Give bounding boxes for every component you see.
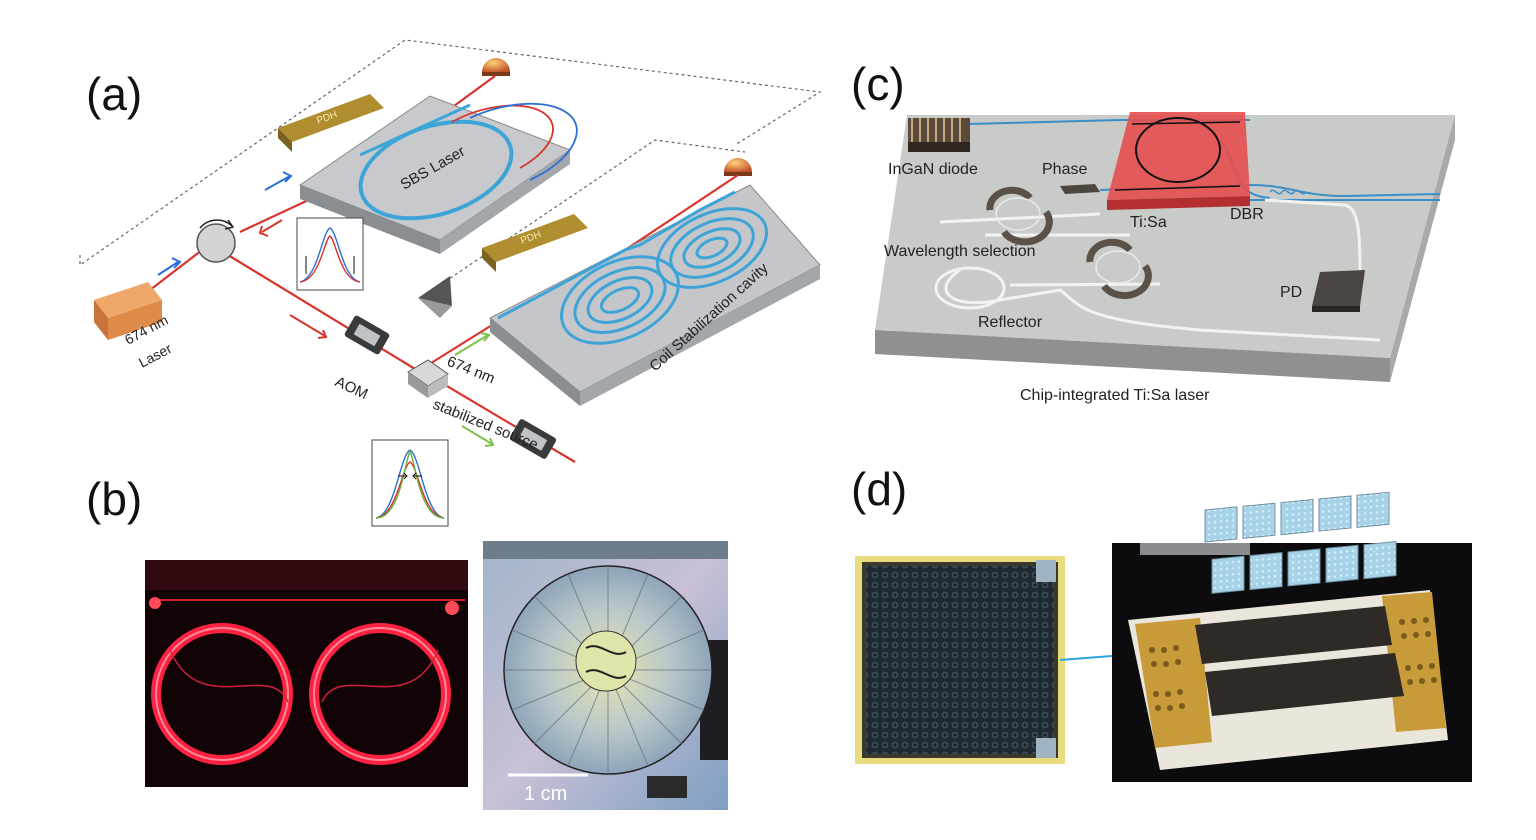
svg-text:Phase: Phase (1042, 161, 1087, 178)
sbs-laser-chip: SBS Laser (298, 95, 578, 254)
panel-d: (d) (851, 463, 1472, 782)
wafer-photo: 1 cm (483, 541, 728, 810)
pdh-box-top: PDH (278, 94, 384, 152)
panel-c: (c) (851, 58, 1455, 404)
loop-reflector (934, 266, 1006, 310)
aom-device (344, 315, 390, 355)
circulator (196, 219, 236, 263)
phase-shifter (1060, 184, 1100, 194)
svg-text:Wavelength selection: Wavelength selection (884, 243, 1036, 260)
pdh-box-mid: PDH (482, 214, 588, 272)
beam-splitter (407, 359, 449, 398)
inset-spectrum-1 (296, 217, 364, 291)
ring-resonator (986, 186, 1053, 246)
aom-device-2 (509, 419, 557, 459)
svg-text:PD: PD (1280, 284, 1302, 301)
scale-bar-label: 1 cm (524, 783, 567, 805)
ring-resonator-2 (1086, 238, 1152, 300)
package-photo (1112, 491, 1472, 782)
beam-arrows (157, 171, 495, 447)
panel-c-label: (c) (851, 58, 905, 110)
svg-text:Laser: Laser (136, 340, 175, 371)
panel-b: (b) (86, 473, 728, 810)
feedback-loops (79, 39, 822, 286)
bus-waveguides (939, 198, 1381, 342)
panel-a: (a) PDH PDH (79, 39, 822, 527)
photodiode (1312, 270, 1365, 312)
panel-d-label: (d) (851, 463, 907, 515)
chip-caption: Chip-integrated Ti:Sa laser (1020, 387, 1210, 404)
detector-icon (482, 58, 510, 76)
coil-cavity-chip: Coil Stabilization cavity (489, 184, 821, 406)
prism-mirror (418, 276, 452, 318)
svg-text:Reflector: Reflector (978, 314, 1043, 331)
panel-a-label: (a) (86, 68, 142, 120)
svg-text:Ti:Sa: Ti:Sa (1130, 214, 1167, 231)
panel-b-label: (b) (86, 473, 142, 525)
svg-text:674 nm: 674 nm (445, 353, 498, 388)
ti-sa-block (1107, 112, 1250, 210)
inset-spectrum-2 (371, 439, 449, 527)
svg-text:InGaN diode: InGaN diode (888, 161, 978, 178)
dbr-grating (1269, 189, 1307, 195)
svg-text:DBR: DBR (1230, 206, 1264, 223)
laser-source-box (94, 282, 162, 340)
sensor-tile-bottom (1211, 541, 1397, 594)
red-resonator-photo (145, 560, 468, 787)
ingan-diode (908, 118, 970, 152)
sensor-tile-top (1204, 491, 1390, 543)
svg-text:AOM: AOM (332, 373, 370, 403)
die-micrograph (855, 556, 1065, 764)
detector-icon (724, 158, 752, 176)
